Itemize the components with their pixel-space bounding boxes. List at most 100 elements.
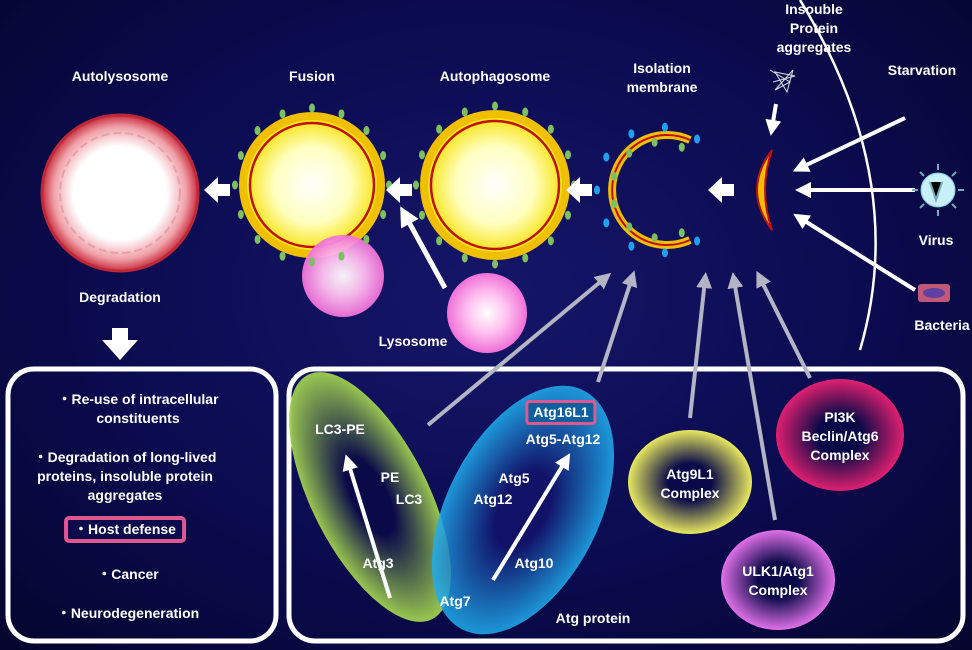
lc3-dot xyxy=(522,107,529,117)
lc3-dot xyxy=(547,124,554,134)
label-autophagosome: Autophagosome xyxy=(439,68,551,84)
lc3-dot xyxy=(661,248,668,258)
phagophore-shape xyxy=(756,149,773,231)
label-atg-protein: Atg protein xyxy=(555,610,631,626)
lc3-dot xyxy=(436,124,443,134)
label-atg12: Atg12 xyxy=(473,491,513,507)
lc3-dot xyxy=(461,107,468,117)
outcome-host-defense: ・Host defense xyxy=(64,516,186,543)
lc3-dot xyxy=(694,134,701,144)
lc3-dot xyxy=(338,251,345,261)
lc3-dot xyxy=(522,253,529,263)
lc3-dot xyxy=(651,233,658,243)
progression-arrows xyxy=(102,177,734,360)
virus-icon xyxy=(912,164,964,216)
lc3-dot xyxy=(254,234,261,244)
label-autolysosome: Autolysosome xyxy=(71,68,169,84)
lc3-dot xyxy=(626,222,633,232)
lc3-dot xyxy=(237,209,244,219)
lc3-dot xyxy=(363,234,370,244)
line: PI3K xyxy=(824,409,856,425)
lysosome-shape xyxy=(447,273,527,353)
lc3-dot xyxy=(380,151,387,161)
lc3-dot xyxy=(338,109,345,119)
line: Beclin/Atg6 xyxy=(801,428,879,444)
label-bacteria: Bacteria xyxy=(914,317,970,333)
cell-membrane-line xyxy=(798,0,877,351)
label-degradation: Degradation xyxy=(79,289,161,305)
label-pe: PE xyxy=(380,469,400,485)
lc3-dot xyxy=(436,236,443,246)
lc3-dot xyxy=(626,148,633,158)
lysosome-fusing xyxy=(302,235,384,317)
label-lc3-pe: LC3-PE xyxy=(315,421,365,437)
label-atg7: Atg7 xyxy=(439,593,471,609)
lc3-dot xyxy=(492,101,498,111)
fusion-shape xyxy=(239,112,385,258)
lc3-dot xyxy=(678,142,685,152)
lc3-dot xyxy=(678,228,685,238)
lc3-dot xyxy=(661,122,668,132)
atg-box xyxy=(286,366,966,644)
lc3-dot xyxy=(628,241,635,251)
line: ULK1/Atg1 xyxy=(742,563,814,579)
label-atg3: Atg3 xyxy=(362,555,394,571)
lc3-dot xyxy=(611,199,618,209)
lc3-dot xyxy=(232,180,238,190)
outcome-cancer: ・Cancer xyxy=(97,566,159,582)
lc3-dot xyxy=(594,185,600,195)
lc3-dot xyxy=(461,253,468,263)
lc3-dot xyxy=(603,152,610,162)
lc3-dot xyxy=(694,236,701,246)
bacteria-icon xyxy=(918,284,950,302)
line: Insouble xyxy=(785,1,843,17)
lc3-dot xyxy=(279,109,286,119)
line: Protein xyxy=(789,20,839,36)
line: aggregates xyxy=(776,39,852,55)
isolation-membrane-shape xyxy=(608,131,692,249)
outcome-neurodegeneration: ・Neurodegeneration xyxy=(56,605,200,621)
lc3-dot xyxy=(363,126,370,136)
autophagosome-shape xyxy=(420,110,570,260)
lc3-dot xyxy=(492,259,498,269)
line: constituents xyxy=(96,410,180,426)
lc3-dot xyxy=(651,137,658,147)
label-atg5: Atg5 xyxy=(498,470,530,486)
lc3-dot xyxy=(309,257,315,267)
line: Atg9L1 xyxy=(666,466,714,482)
label-atg10: Atg10 xyxy=(514,555,554,571)
autolysosome-shape xyxy=(40,113,200,273)
protein-aggregate-icon xyxy=(769,69,796,94)
lc3-dot xyxy=(380,209,387,219)
label-lysosome: Lysosome xyxy=(378,333,448,349)
line: aggregates xyxy=(87,487,163,503)
lc3-dot xyxy=(254,126,261,136)
lc3-dot xyxy=(419,210,426,220)
line: Complex xyxy=(660,485,720,501)
lc3-dot xyxy=(564,150,571,160)
lc3-dot xyxy=(603,218,610,228)
label-virus: Virus xyxy=(918,232,954,248)
line: ・Re-use of intracellular xyxy=(57,391,219,407)
label-atg16l1: Atg16L1 xyxy=(525,400,597,425)
lc3-dot xyxy=(547,236,554,246)
label-starvation: Starvation xyxy=(887,62,957,78)
line: proteins, insoluble protein xyxy=(37,468,213,484)
lc3-dot xyxy=(309,103,315,113)
outcomes-box xyxy=(5,366,279,644)
line: Complex xyxy=(748,582,808,598)
label-lc3: LC3 xyxy=(395,491,423,507)
lc3-dot xyxy=(237,151,244,161)
lc3-dot xyxy=(611,171,618,181)
line: ・Degradation of long-lived xyxy=(33,449,217,465)
label-fusion: Fusion xyxy=(289,68,335,84)
line: Complex xyxy=(810,447,870,463)
lc3-dot xyxy=(413,180,419,190)
outcome-reuse: ・Re-use of intracellular constituents xyxy=(57,390,218,428)
